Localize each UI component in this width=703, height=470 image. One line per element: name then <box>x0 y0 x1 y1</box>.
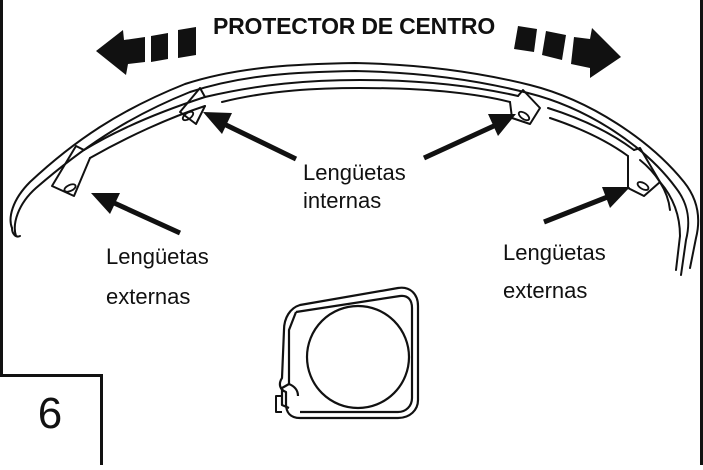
arrow-inner-left <box>203 112 298 162</box>
inner-left-slot <box>181 110 195 122</box>
arrow-outer-left <box>91 193 182 236</box>
center-protector-part <box>9 62 700 276</box>
callout-arrows <box>91 112 630 236</box>
tape-measure-icon <box>275 286 420 420</box>
outer-right-tabs-label-line1: Lengüetas <box>503 240 606 265</box>
diagram-title: PROTECTOR DE CENTRO <box>213 13 496 39</box>
inner-tabs-label-line1: Lengüetas <box>303 160 406 185</box>
outer-right-slot <box>636 181 650 191</box>
step-number-box: 6 <box>0 374 103 465</box>
outer-left-tabs-label-line1: Lengüetas <box>106 244 209 269</box>
arrow-outer-right <box>543 187 630 225</box>
direction-arrow-left-icon <box>96 27 196 75</box>
outer-left-slot <box>63 183 77 193</box>
inner-right-slot <box>517 110 531 122</box>
tab-slots <box>63 110 650 193</box>
arrow-inner-right <box>422 114 516 161</box>
inner-tabs-label-line2: internas <box>303 188 382 213</box>
outer-right-tabs-label-line2: externas <box>503 278 588 303</box>
direction-arrow-right-icon <box>514 26 621 78</box>
step-number: 6 <box>37 389 63 438</box>
outer-left-tabs-label-line2: externas <box>106 284 191 309</box>
